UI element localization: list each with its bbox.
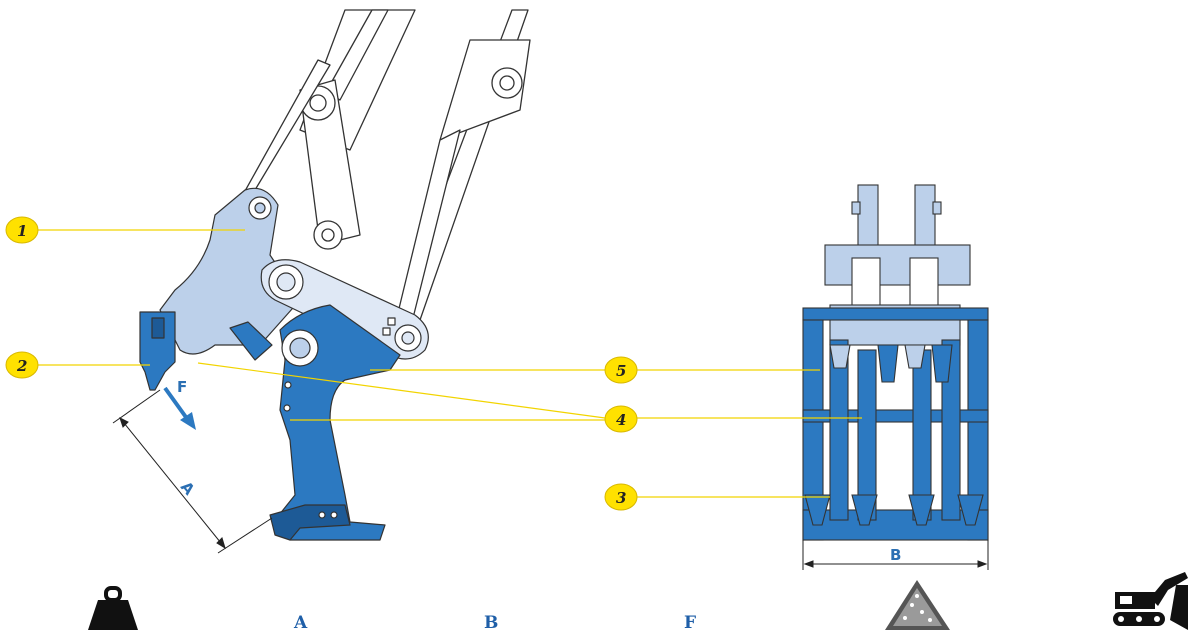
dimension-b-label: B bbox=[890, 546, 901, 564]
excavator-icon bbox=[1113, 572, 1188, 630]
callout-4: 4 bbox=[604, 405, 638, 433]
callout-4-label: 4 bbox=[616, 411, 626, 429]
callout-1: 1 bbox=[5, 216, 39, 244]
dimension-b: B bbox=[802, 540, 989, 570]
ripper-side-view bbox=[139, 187, 429, 541]
callout-5-label: 5 bbox=[616, 362, 626, 380]
callout-2-label: 2 bbox=[16, 357, 27, 375]
force-label: F bbox=[177, 378, 187, 396]
excavator-arm-linkage bbox=[239, 9, 531, 331]
callout-3-label: 3 bbox=[616, 489, 626, 507]
force-arrow: F bbox=[163, 378, 196, 430]
column-b-header: B bbox=[484, 613, 498, 630]
callout-5: 5 bbox=[604, 356, 638, 384]
mounting-bracket bbox=[159, 187, 301, 355]
ripper-front-view bbox=[802, 184, 989, 541]
weight-icon bbox=[88, 586, 138, 630]
column-f-header: F bbox=[684, 613, 696, 630]
callout-leaders bbox=[38, 229, 862, 498]
side-block bbox=[229, 321, 273, 361]
gravel-pile-icon bbox=[885, 580, 950, 630]
callout-1-label: 1 bbox=[17, 222, 27, 240]
column-a-header: A bbox=[293, 613, 308, 630]
callout-3: 3 bbox=[604, 483, 638, 511]
dimension-a-label: A bbox=[177, 478, 199, 499]
callout-2: 2 bbox=[5, 351, 39, 379]
